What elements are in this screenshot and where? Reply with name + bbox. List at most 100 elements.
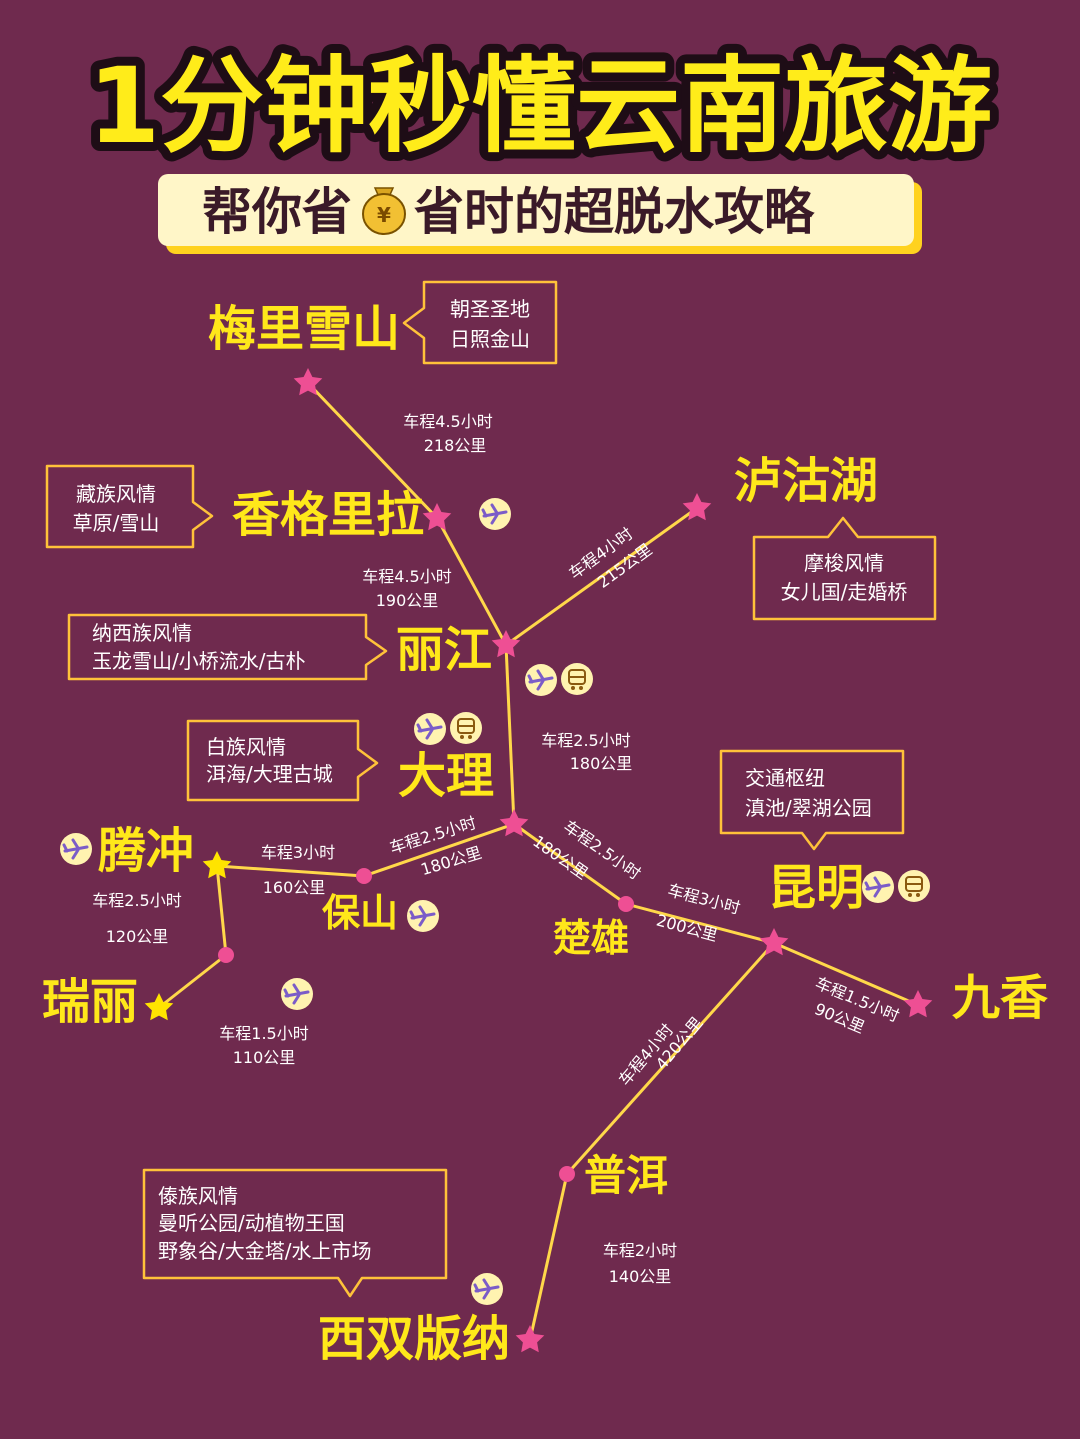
airplane-icon [479,498,511,530]
city-label-kunming[interactable]: 昆明 [768,860,864,916]
subtitle-after: 省时的超脱水攻略 [414,183,815,241]
route-label-lijiang-dali: 车程2.5小时 180公里 [541,731,632,773]
star-marker-xishuangbanna[interactable] [515,1325,545,1353]
route-label-tengchong-ruili: 车程2.5小时 120公里 [92,891,181,946]
city-label-chuxiong[interactable]: 楚雄 [553,916,629,960]
route-line-tengchong-mid [215,865,228,956]
city-label-lugu[interactable]: 泸沽湖 [734,453,878,509]
callout-lugu: 摩梭风情 女儿国/走婚桥 [752,516,937,621]
callout-lijiang: 纳西族风情 玉龙雪山/小桥流水/古朴 [67,613,388,681]
callout-xishuangbanna: 傣族风情 曼听公园/动植物王国 野象谷/大金塔/水上市场 [142,1168,448,1298]
route-label-ruili-air: 车程1.5小时 110公里 [219,1024,308,1067]
route-distance: 190公里 [376,591,439,610]
route-lines [160,381,919,1341]
route-time: 车程1.5小时 [219,1024,308,1043]
route-time: 车程4.5小时 [362,567,451,586]
callout-line: 草原/雪山 [73,511,160,535]
route-line-mid-ruili [160,953,227,1008]
star-marker-shangrila[interactable] [422,503,452,531]
callout-line: 藏族风情 [76,482,156,506]
transport-icons [60,498,930,1305]
airplane-icon [471,1273,503,1305]
callout-dali: 白族风情 洱海/大理古城 [186,719,379,802]
callout-line: 朝圣圣地 [450,297,530,321]
route-label-baoshan-tengchong: 车程3小时 160公里 [261,843,335,897]
star-marker-lugu[interactable] [682,493,712,521]
callout-meili: 朝圣圣地 日照金山 [402,280,558,365]
dot-marker-puer[interactable] [559,1166,575,1182]
route-time: 车程2.5小时 [92,891,181,910]
route-label-meili-shangrila: 车程4.5小时 218公里 [403,412,492,455]
route-distance: 120公里 [106,927,169,946]
city-markers [144,368,933,1353]
city-label-dali[interactable]: 大理 [398,748,494,804]
route-distance: 140公里 [609,1267,672,1286]
route-distance: 180公里 [570,754,633,773]
route-line-kunming-puer [565,941,776,1176]
route-line-puer-xishuangbanna [528,1173,569,1341]
airplane-icon [407,900,439,932]
city-label-shangrila[interactable]: 香格里拉 [232,487,424,543]
title-group: 1分钟秒懂云南旅游 1分钟秒懂云南旅游 [79,36,1001,176]
route-line-meili-shangrila [306,381,439,520]
star-marker-ruili[interactable] [144,993,174,1021]
route-distance: 218公里 [424,436,487,455]
route-line-chuxiong-kunming [625,902,775,945]
callout-line: 玉龙雪山/小桥流水/古朴 [92,649,305,673]
route-label-puer-xishuangbanna: 车程2小时 140公里 [603,1241,677,1286]
callout-line: 纳西族风情 [92,621,192,645]
route-line-kunming-jiuxiang [773,941,919,1007]
callout-line: 傣族风情 [158,1184,238,1208]
route-distance: 160公里 [263,878,326,897]
dot-marker-chuxiong[interactable] [618,896,634,912]
subtitle-box [158,174,914,246]
callouts: 朝圣圣地 日照金山 藏族风情 草原/雪山 摩梭风情 女儿国/走婚桥 纳西族风情 … [45,280,937,1298]
city-label-baoshan[interactable]: 保山 [322,891,398,935]
train-icon [450,712,482,744]
coin-symbol: ¥ [377,203,391,227]
star-marker-lijiang[interactable] [491,630,521,658]
train-icon [561,663,593,695]
star-marker-dali[interactable] [499,809,529,837]
star-marker-meili[interactable] [293,368,323,396]
callout-shangrila: 藏族风情 草原/雪山 [45,464,214,549]
route-line-lijiang-lugu [505,506,698,647]
city-label-puer[interactable]: 普洱 [584,1151,668,1200]
route-time: 车程4.5小时 [403,412,492,431]
star-marker-jiuxiang[interactable] [903,990,933,1018]
subtitle-banner: 帮你省 ¥ 省时的超脱水攻略 [158,174,922,254]
route-line-dali-chuxiong [513,822,627,906]
callout-line: 野象谷/大金塔/水上市场 [158,1239,371,1263]
dot-marker-baoshan[interactable] [356,868,372,884]
train-icon [898,870,930,902]
city-label-ruili[interactable]: 瑞丽 [42,974,138,1030]
subtitle-before: 帮你省 [202,183,352,241]
city-label-meili[interactable]: 梅里雪山 [208,301,400,357]
airplane-icon [414,713,446,745]
route-line-shangrila-lijiang [435,517,508,646]
money-bag-icon: ¥ [362,187,406,235]
airplane-icon [60,833,92,865]
star-marker-kunming[interactable] [759,928,789,956]
city-label-lijiang[interactable]: 丽江 [396,622,492,678]
callout-line: 洱海/大理古城 [206,762,333,786]
route-line-baoshan-tengchong [216,864,365,878]
page-title: 1分钟秒懂云南旅游 [88,45,992,167]
city-label-tengchong[interactable]: 腾冲 [98,823,194,879]
callout-line: 交通枢纽 [745,766,825,790]
callout-line: 滇池/翠湖公园 [745,796,872,820]
city-label-jiuxiang[interactable]: 九香 [952,970,1048,1026]
dot-marker-tengchong-ruili-mid [218,947,234,963]
route-time: 车程3小时 [261,843,335,862]
airplane-icon [525,664,557,696]
callout-line: 摩梭风情 [804,551,884,575]
callout-line: 白族风情 [206,735,286,759]
city-label-xishuangbanna[interactable]: 西双版纳 [318,1311,510,1367]
callout-line: 女儿国/走婚桥 [781,580,908,604]
title-outline: 1分钟秒懂云南旅游 [88,45,992,167]
callout-line: 日照金山 [450,327,530,351]
star-marker-tengchong[interactable] [202,851,232,879]
route-distance: 110公里 [233,1048,296,1067]
city-labels: 梅里雪山 香格里拉 泸沽湖 丽江 大理 腾冲 瑞丽 保山 楚雄 昆明 九香 普洱… [42,301,1048,1367]
